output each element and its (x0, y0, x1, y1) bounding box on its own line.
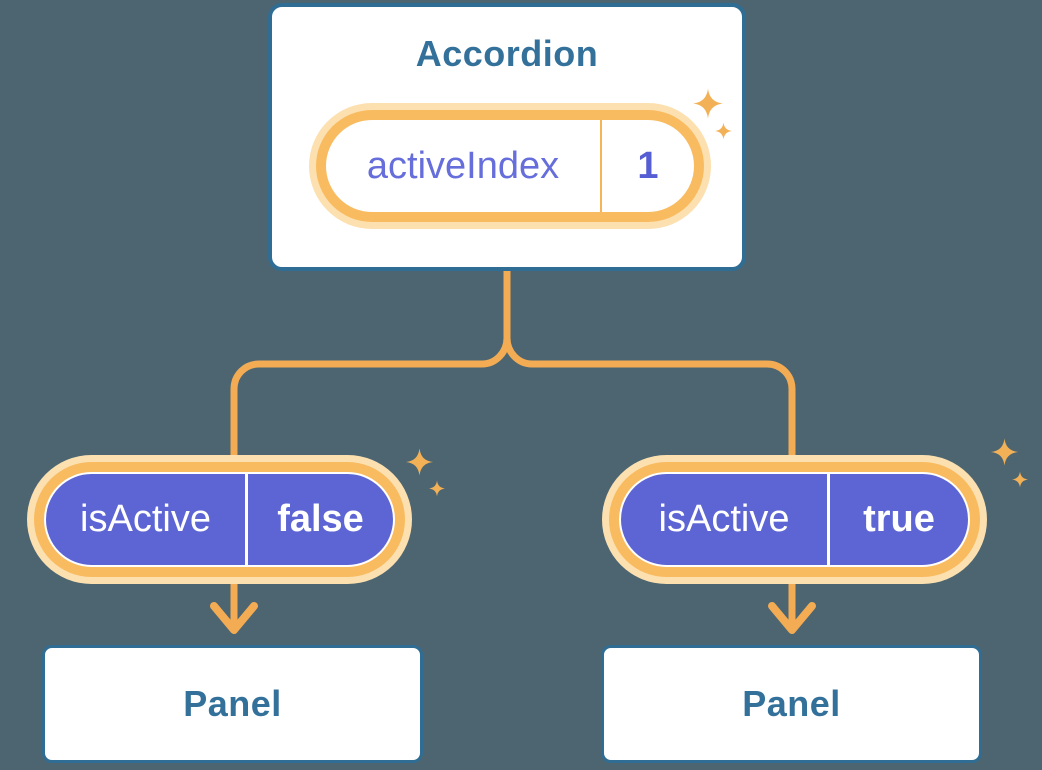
panel-card-title: Panel (742, 683, 841, 724)
prop-pill-ring: isActive true (609, 462, 980, 577)
arrow-down-icon (210, 602, 258, 634)
prop-pill-isactive-false: isActive false (27, 455, 412, 584)
sparkle-icon (693, 88, 723, 119)
prop-pill-value: true (863, 498, 935, 540)
prop-pill-divider (827, 474, 830, 565)
panel-card-title: Panel (183, 683, 282, 724)
panel-card-right: Panel (601, 645, 982, 763)
prop-pill-label: isActive (658, 498, 790, 540)
sparkle-icon (991, 438, 1018, 466)
sparkle-icon (715, 122, 732, 140)
state-pill-value: 1 (637, 144, 659, 187)
sparkle-icon (406, 448, 433, 476)
accordion-card-title: Accordion (415, 33, 599, 74)
sparkle-icon (1012, 471, 1028, 488)
prop-pill-value: false (277, 498, 364, 540)
state-pill-ring: activeIndex 1 (316, 110, 704, 222)
state-pill-divider (600, 120, 602, 212)
state-pill-activeindex: activeIndex 1 (309, 103, 711, 229)
prop-pill-ring: isActive false (34, 462, 405, 577)
prop-pill-isactive-true: isActive true (602, 455, 987, 584)
panel-card-left: Panel (42, 645, 423, 763)
prop-pill-label: isActive (80, 498, 211, 540)
state-pill-label: activeIndex (366, 144, 560, 187)
arrow-down-icon (768, 602, 816, 634)
sparkle-icon (429, 480, 445, 497)
